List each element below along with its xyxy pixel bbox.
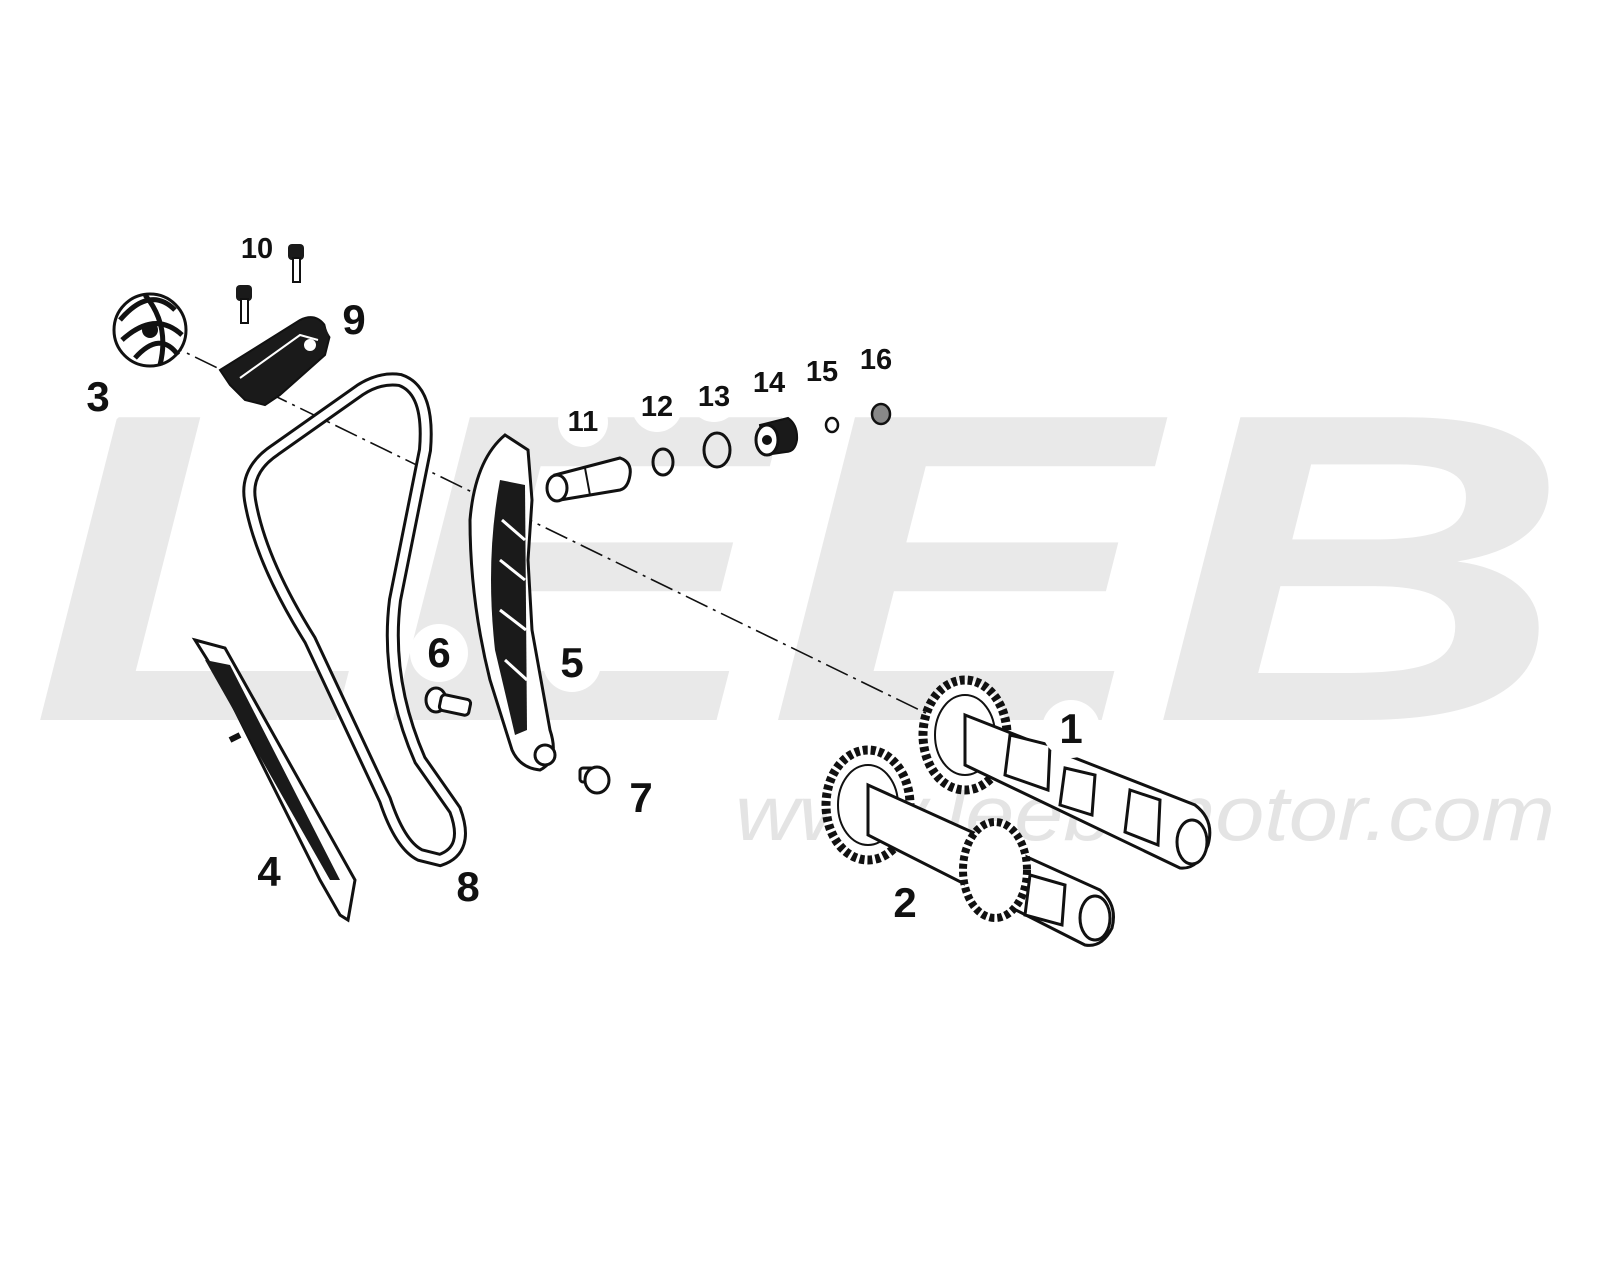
part-1-camshaft-drawing — [918, 675, 1212, 870]
part-15-washer-drawing — [824, 416, 840, 434]
part-2-camshaft-drawing — [821, 745, 1115, 947]
callout-7: 7 — [612, 769, 670, 827]
callout-13: 13 — [689, 372, 739, 422]
part-5-tensioning-rail-drawing — [468, 433, 557, 772]
part-7-screw-drawing — [578, 765, 611, 795]
callout-3: 3 — [69, 368, 127, 426]
part-6-pivot-bolt-drawing — [424, 686, 473, 717]
callout-15: 15 — [797, 347, 847, 397]
callout-8: 8 — [439, 858, 497, 916]
part-3-tensioner-guide-drawing — [112, 292, 188, 368]
part-16-ball-drawing — [870, 402, 892, 426]
callout-6: 6 — [410, 624, 468, 682]
assembly-axis-line — [159, 339, 941, 721]
callout-4: 4 — [240, 843, 298, 901]
part-12-o-ring-drawing — [651, 447, 675, 477]
callout-9: 9 — [325, 291, 383, 349]
callout-12: 12 — [632, 382, 682, 432]
leeb-watermark-logo: LEEB www.leeb-motor.com — [30, 323, 1570, 857]
callout-10: 10 — [232, 224, 282, 274]
callout-11: 11 — [558, 397, 608, 447]
part-10-bolts-drawing — [236, 244, 304, 324]
callout-5: 5 — [543, 634, 601, 692]
part-8-timing-chain-drawing — [242, 372, 467, 868]
watermark-logo-text: LEEB — [30, 323, 1570, 814]
callout-1: 1 — [1042, 700, 1100, 758]
callout-14: 14 — [744, 358, 794, 408]
part-13-sealing-ring-drawing — [702, 431, 732, 469]
callout-2: 2 — [876, 874, 934, 932]
part-11-plunger-drawing — [545, 456, 632, 503]
callout-16: 16 — [851, 335, 901, 385]
part-14-screw-plug-drawing — [754, 416, 799, 457]
part-4-guide-rail-drawing — [191, 637, 357, 923]
